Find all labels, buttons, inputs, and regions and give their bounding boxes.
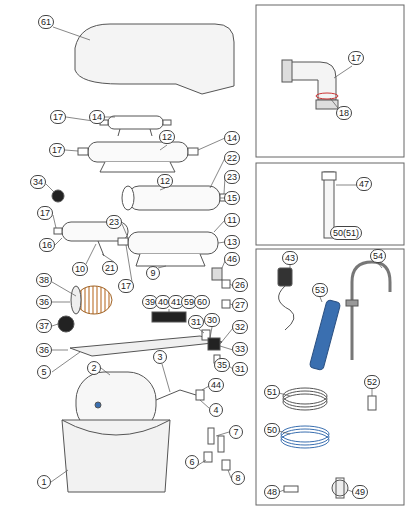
pump-head	[58, 316, 74, 332]
callout-number: 11	[224, 213, 239, 227]
callout-number: 13	[224, 235, 240, 249]
callout-number: 17	[50, 110, 66, 124]
mounting-plate	[70, 336, 222, 356]
callout-number: 8	[231, 471, 245, 485]
callout-number: 7	[229, 425, 243, 439]
leader-lines	[46, 27, 382, 492]
callout-number: 1	[37, 475, 51, 489]
callout-number: 23	[224, 170, 240, 184]
callout-number: 50	[264, 423, 280, 437]
callout-number: 43	[282, 251, 298, 265]
callout-number: 3	[153, 350, 167, 364]
callout-number: 38	[36, 273, 52, 287]
callout-number: 14	[224, 131, 240, 145]
callout-number: 18	[336, 106, 352, 120]
callout-number: 17	[49, 143, 65, 157]
callout-number: 46	[224, 252, 240, 266]
callout-number: 47	[356, 177, 372, 191]
callout-number: 12	[157, 174, 173, 188]
callout-number: 36	[36, 295, 52, 309]
callout-number: 6	[185, 455, 199, 469]
callout-number: 33	[232, 342, 248, 356]
callout-number: 50(51)	[330, 226, 362, 240]
callout-number: 21	[102, 261, 118, 275]
callout-number: 14	[89, 110, 105, 124]
callout-number: 37	[36, 319, 52, 333]
callout-number: 35	[214, 358, 230, 372]
switch	[208, 338, 220, 350]
callout-number: 10	[72, 262, 88, 276]
tank-stand	[62, 420, 170, 492]
callout-number: 9	[146, 266, 160, 280]
callout-number: 53	[312, 283, 328, 297]
callout-number: 36	[36, 343, 52, 357]
callout-number: 30	[204, 313, 220, 327]
callout-number: 31	[232, 362, 248, 376]
callout-number: 26	[232, 278, 248, 292]
faucet	[352, 262, 390, 360]
callout-number: 17	[348, 51, 364, 65]
membrane	[309, 299, 341, 370]
callout-number: 51	[264, 385, 280, 399]
callout-number: 44	[208, 378, 224, 392]
detail-panel	[256, 249, 404, 505]
callout-number: 61	[38, 15, 54, 29]
filter-housing	[128, 232, 218, 254]
callout-number: 2	[87, 361, 101, 375]
filter-housing	[88, 142, 188, 162]
detail-panel	[256, 5, 404, 157]
callout-number: 4	[209, 403, 223, 417]
cover	[75, 24, 234, 94]
callout-number: 23	[106, 215, 122, 229]
callout-number: 31	[188, 315, 204, 329]
inline-filter	[108, 116, 163, 129]
callout-number: 32	[232, 320, 248, 334]
callout-number: 27	[232, 298, 248, 312]
callout-number: 49	[352, 485, 368, 499]
callout-number: 16	[39, 238, 55, 252]
filter-housing	[128, 186, 220, 210]
callout-number: 34	[30, 175, 46, 189]
callout-number: 22	[224, 151, 240, 165]
callout-number: 52	[364, 375, 380, 389]
callout-number: 54	[370, 249, 386, 263]
callout-number: 17	[118, 279, 134, 293]
elbow-fitting	[290, 62, 336, 100]
callout-number: 60	[194, 295, 210, 309]
callout-number: 12	[159, 130, 175, 144]
transformer	[152, 312, 186, 322]
callout-number: 48	[264, 485, 280, 499]
adapter	[278, 268, 292, 286]
detail-panel	[256, 163, 404, 245]
callout-number: 5	[37, 365, 51, 379]
callout-number: 15	[224, 191, 240, 205]
callout-number: 17	[37, 206, 53, 220]
